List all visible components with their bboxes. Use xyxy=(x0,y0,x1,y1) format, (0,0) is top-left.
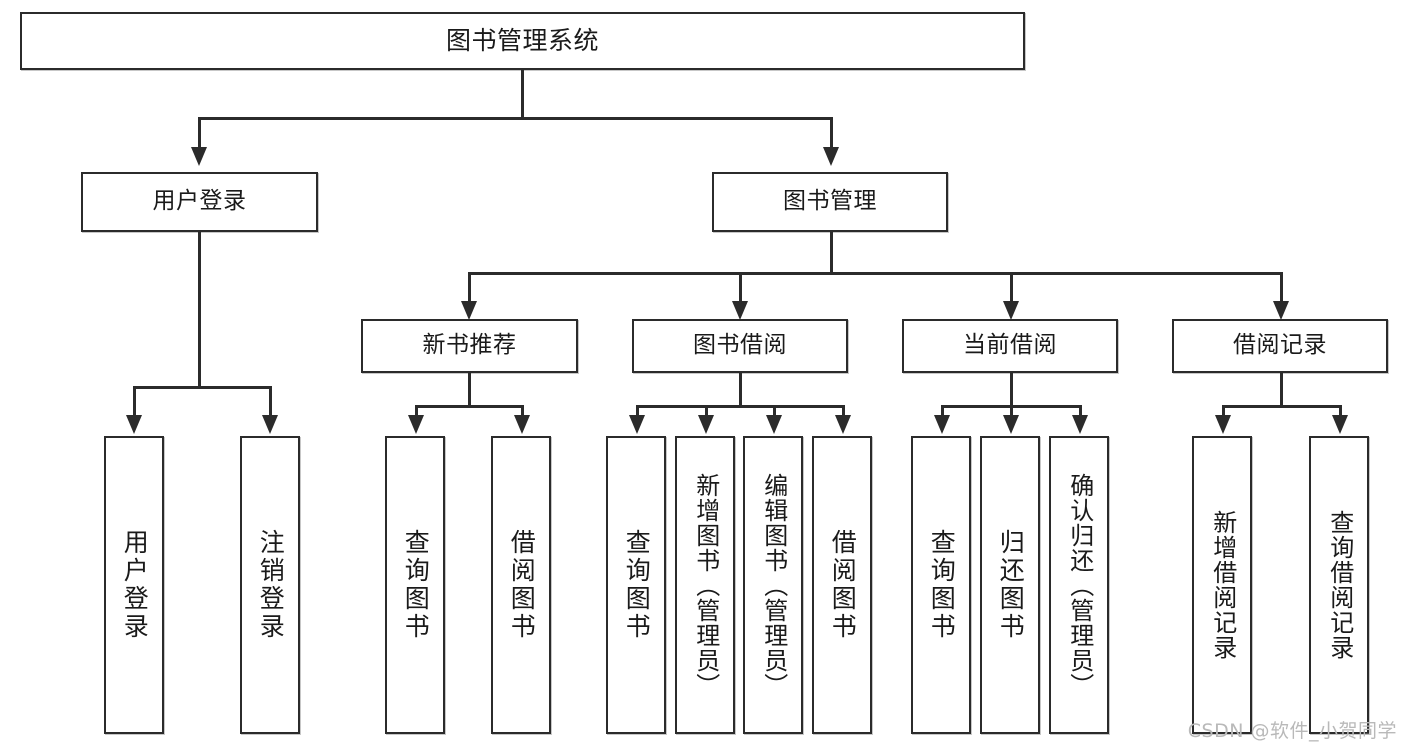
node-book-borrow[interactable]: 图书借阅 xyxy=(632,319,848,373)
leaf-confirm-return-admin[interactable]: 确认归还（管理员） xyxy=(1049,436,1109,734)
connector-new-book-bus xyxy=(415,405,521,408)
connector-to-current-borrow xyxy=(1010,272,1013,303)
arrowhead-leaf-add-book xyxy=(698,415,714,434)
node-label: 当前借阅 xyxy=(963,332,1057,359)
leaf-return-book[interactable]: 归还图书 xyxy=(980,436,1040,734)
node-label: 用户登录 xyxy=(120,529,150,641)
node-borrow-record[interactable]: 借阅记录 xyxy=(1172,319,1388,373)
node-label: 图书管理 xyxy=(783,188,877,215)
leaf-query-borrow-record[interactable]: 查询借阅记录 xyxy=(1309,436,1369,734)
leaf-query-book-newbook[interactable]: 查询图书 xyxy=(385,436,445,734)
connector-current-borrow-leaf-1 xyxy=(941,405,944,417)
node-book-management[interactable]: 图书管理 xyxy=(712,172,948,232)
connector-to-user-login xyxy=(198,117,201,149)
connector-book-borrow-bus xyxy=(636,405,843,408)
node-new-book-recommend[interactable]: 新书推荐 xyxy=(361,319,578,373)
arrowhead-leaf-query-book-1 xyxy=(408,415,424,434)
connector-level2-bus xyxy=(468,272,1280,275)
node-label: 新增图书（管理员） xyxy=(691,472,720,698)
arrowhead-leaf-borrow-book-2 xyxy=(835,415,851,434)
arrowhead-book-manage xyxy=(823,147,839,166)
arrowhead-new-book xyxy=(461,301,477,320)
arrowhead-user-login xyxy=(191,147,207,166)
connector-borrow-record-stem xyxy=(1280,373,1283,407)
arrowhead-leaf-query-record xyxy=(1332,415,1348,434)
arrowhead-book-borrow xyxy=(732,301,748,320)
connector-to-borrow-record xyxy=(1280,272,1283,303)
leaf-query-book-current[interactable]: 查询图书 xyxy=(911,436,971,734)
connector-new-book-leaf-1 xyxy=(415,405,418,417)
node-label: 编辑图书（管理员） xyxy=(759,472,788,698)
leaf-edit-book-admin[interactable]: 编辑图书（管理员） xyxy=(743,436,803,734)
node-label: 新增借阅记录 xyxy=(1208,510,1237,660)
node-label: 注销登录 xyxy=(256,529,286,641)
node-label: 查询借阅记录 xyxy=(1325,510,1354,660)
connector-book-borrow-stem xyxy=(739,373,742,407)
node-label: 借阅图书 xyxy=(828,529,858,641)
connector-borrow-record-leaf-2 xyxy=(1339,405,1342,417)
connector-book-borrow-leaf-4 xyxy=(842,405,845,417)
connector-user-login-leaf-2 xyxy=(269,386,272,417)
arrowhead-leaf-return-book xyxy=(1003,415,1019,434)
node-current-borrow[interactable]: 当前借阅 xyxy=(902,319,1118,373)
node-label: 新书推荐 xyxy=(422,332,517,359)
arrowhead-leaf-edit-book xyxy=(766,415,782,434)
leaf-add-book-admin[interactable]: 新增图书（管理员） xyxy=(675,436,735,734)
node-label: 借阅记录 xyxy=(1233,332,1327,359)
node-label: 归还图书 xyxy=(996,529,1026,641)
connector-current-borrow-stem xyxy=(1010,373,1013,407)
connector-to-book-manage xyxy=(830,117,833,149)
connector-user-login-leaf-1 xyxy=(133,386,136,417)
connector-book-borrow-leaf-1 xyxy=(636,405,639,417)
connector-to-new-book xyxy=(468,272,471,303)
arrowhead-leaf-add-record xyxy=(1215,415,1231,434)
node-label: 查询图书 xyxy=(927,529,957,641)
connector-root-stem xyxy=(521,70,524,119)
leaf-logout[interactable]: 注销登录 xyxy=(240,436,300,734)
node-label: 借阅图书 xyxy=(507,529,537,641)
arrowhead-leaf-query-book-2 xyxy=(629,415,645,434)
connector-book-borrow-leaf-2 xyxy=(705,405,708,417)
node-label: 图书管理系统 xyxy=(445,26,599,56)
connector-to-book-borrow xyxy=(739,272,742,303)
arrowhead-current-borrow xyxy=(1003,301,1019,320)
leaf-borrow-book-newbook[interactable]: 借阅图书 xyxy=(491,436,551,734)
leaf-add-borrow-record[interactable]: 新增借阅记录 xyxy=(1192,436,1252,734)
connector-current-borrow-leaf-3 xyxy=(1079,405,1082,417)
node-root-system[interactable]: 图书管理系统 xyxy=(20,12,1025,70)
node-label: 查询图书 xyxy=(401,529,431,641)
connector-borrow-record-bus xyxy=(1222,405,1339,408)
csdn-watermark: CSDN @软件_小贺同学 xyxy=(1187,720,1397,742)
leaf-query-book-borrow[interactable]: 查询图书 xyxy=(606,436,666,734)
leaf-user-login[interactable]: 用户登录 xyxy=(104,436,164,734)
connector-user-login-bus xyxy=(133,386,269,389)
arrowhead-leaf-borrow-book-1 xyxy=(514,415,530,434)
node-user-login[interactable]: 用户登录 xyxy=(81,172,318,232)
arrowhead-leaf-user-login xyxy=(126,415,142,434)
connector-book-manage-stem xyxy=(830,232,833,274)
node-label: 确认归还（管理员） xyxy=(1065,472,1094,698)
connector-level1-bus xyxy=(198,117,832,120)
connector-borrow-record-leaf-1 xyxy=(1222,405,1225,417)
arrowhead-leaf-query-book-3 xyxy=(934,415,950,434)
connector-new-book-stem xyxy=(468,373,471,407)
arrowhead-leaf-logout xyxy=(262,415,278,434)
arrowhead-borrow-record xyxy=(1273,301,1289,320)
arrowhead-leaf-confirm-return xyxy=(1072,415,1088,434)
leaf-borrow-book-borrow[interactable]: 借阅图书 xyxy=(812,436,872,734)
connector-current-borrow-leaf-2 xyxy=(1010,405,1013,417)
node-label: 查询图书 xyxy=(622,529,652,641)
connector-user-login-stem xyxy=(198,232,201,388)
node-label: 用户登录 xyxy=(152,188,247,215)
connector-book-borrow-leaf-3 xyxy=(773,405,776,417)
node-label: 图书借阅 xyxy=(693,332,787,359)
connector-new-book-leaf-2 xyxy=(521,405,524,417)
